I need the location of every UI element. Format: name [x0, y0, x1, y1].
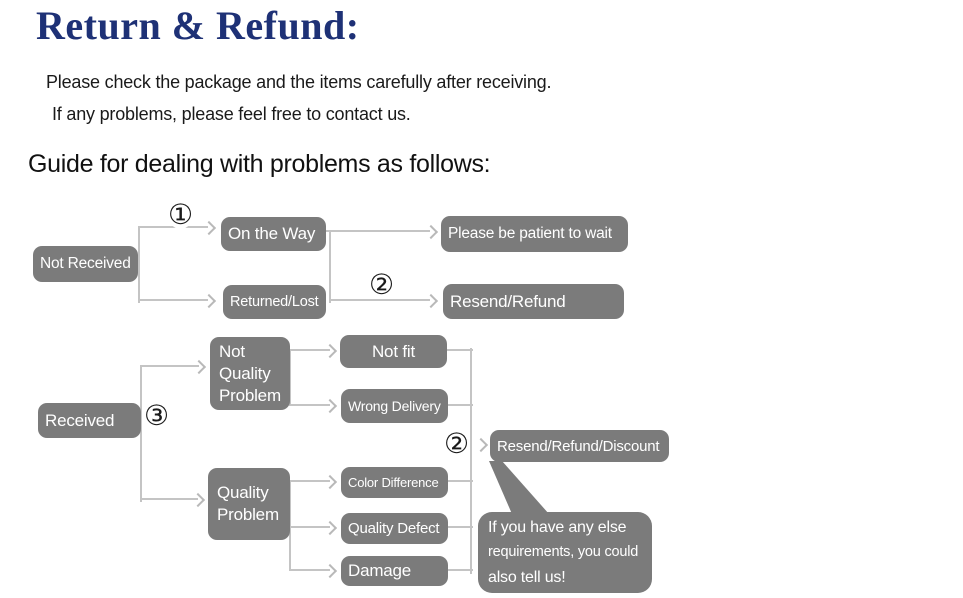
connector-to-color-difference: [290, 479, 330, 482]
node-please-be-patient: Please be patient to wait: [441, 216, 628, 252]
arrowhead-returned-lost: [201, 293, 217, 308]
stub-not-fit: [447, 348, 473, 351]
connector-to-not-fit: [289, 348, 330, 351]
stub-damage: [448, 568, 473, 571]
arrowhead-not-quality-problem: [191, 359, 207, 374]
arrowhead-color-difference: [322, 474, 338, 489]
connector-to-not-quality-problem: [140, 364, 199, 367]
intro-line-1: Please check the package and the items c…: [46, 72, 552, 92]
intro-line-2: If any problems, please feel free to con…: [52, 104, 411, 124]
node-not-received: Not Received: [33, 246, 138, 282]
connector-not-received-branch: [138, 226, 140, 303]
step-2-badge: ②: [369, 268, 395, 301]
step-3-badge: ③: [144, 399, 170, 432]
node-not-fit: Not fit: [340, 335, 447, 368]
connector-merge-rail: [470, 348, 472, 574]
node-returned-lost: Returned/Lost: [223, 285, 326, 319]
connector-to-quality-defect: [290, 525, 330, 528]
arrowhead-quality-problem: [190, 492, 206, 507]
node-quality-problem: Quality Problem: [208, 468, 290, 540]
step-2-badge-second: ②: [444, 427, 470, 460]
step-1-badge: ①: [168, 198, 194, 231]
arrowhead-please-wait: [423, 224, 439, 239]
arrowhead-damage: [322, 563, 338, 578]
node-color-difference: Color Difference: [341, 467, 448, 498]
node-received: Received: [38, 403, 141, 438]
page-title: Return & Refund:: [36, 3, 360, 48]
connector-to-please-wait: [326, 229, 430, 232]
node-damage: Damage: [341, 556, 448, 586]
connector-to-damage: [290, 568, 330, 571]
node-resend-refund-discount: Resend/Refund/Discount: [490, 430, 669, 462]
connector-to-resend-refund: [329, 298, 430, 301]
node-not-quality-problem: Not Quality Problem: [210, 337, 290, 410]
stub-quality-defect: [448, 525, 473, 528]
stub-color-difference: [448, 479, 473, 482]
arrowhead-resend-refund-discount: [473, 437, 489, 452]
connector-to-quality-problem: [140, 497, 198, 500]
arrowhead-wrong-delivery: [322, 398, 338, 413]
arrowhead-quality-defect: [322, 520, 338, 535]
node-wrong-delivery: Wrong Delivery: [341, 389, 448, 423]
connector-on-the-way-down: [329, 231, 331, 303]
arrowhead-on-the-way: [201, 220, 217, 235]
node-resend-refund: Resend/Refund: [443, 284, 624, 319]
guide-heading: Guide for dealing with problems as follo…: [28, 150, 491, 178]
arrowhead-not-fit: [322, 343, 338, 358]
stub-wrong-delivery: [448, 403, 473, 406]
node-quality-defect: Quality Defect: [341, 513, 448, 544]
arrowhead-resend-refund: [423, 293, 439, 308]
connector-to-wrong-delivery: [289, 403, 330, 406]
speech-bubble: If you have any else requirements, you c…: [478, 512, 652, 593]
node-on-the-way: On the Way: [221, 217, 326, 251]
connector-to-returned-lost: [138, 298, 208, 301]
connector-received-branch: [140, 365, 142, 502]
